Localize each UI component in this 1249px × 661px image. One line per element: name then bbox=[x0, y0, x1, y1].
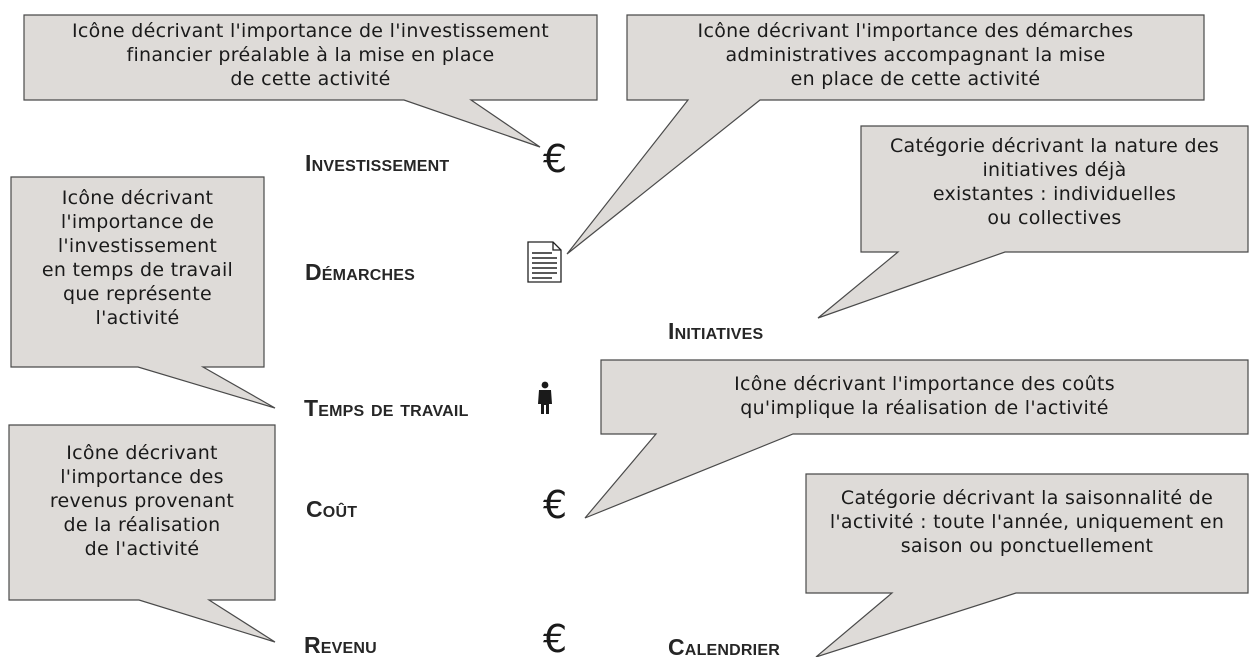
callout-text-cout: Icône décrivant l'importance des coûts q… bbox=[734, 373, 1115, 419]
callout-bubble-demarches bbox=[566, 14, 1205, 255]
callout-text-initiatives: Catégorie décrivant la nature des initia… bbox=[889, 135, 1220, 229]
label-revenu: Revenu bbox=[304, 632, 377, 658]
euro-icon: € bbox=[543, 137, 568, 181]
label-demarches: Démarches bbox=[305, 259, 415, 285]
callout-bubble-cout bbox=[584, 359, 1249, 519]
callout-bubble-initiatives bbox=[817, 125, 1249, 319]
callout-bubble-temps bbox=[10, 176, 276, 409]
callout-bubble-investissement bbox=[23, 14, 598, 148]
label-temps-de-travail: Temps de travail bbox=[304, 395, 469, 421]
label-calendrier: Calendrier bbox=[668, 634, 780, 660]
callout-text-temps: Icône décrivant l'importance de l'invest… bbox=[41, 187, 234, 329]
euro-icon: € bbox=[543, 617, 568, 661]
person-icon bbox=[538, 381, 552, 414]
euro-icon: € bbox=[543, 483, 568, 527]
callout-text-calendrier: Catégorie décrivant la saisonnalité de l… bbox=[829, 487, 1225, 557]
callout-bubble-revenu bbox=[8, 424, 276, 643]
callout-text-investissement: Icône décrivant l'importance de l'invest… bbox=[72, 20, 549, 90]
label-cout: Coût bbox=[306, 496, 358, 522]
callout-text-demarches: Icône décrivant l'importance des démarch… bbox=[697, 20, 1134, 90]
document-icon bbox=[527, 241, 562, 283]
label-initiatives: Initiatives bbox=[668, 318, 764, 344]
label-investissement: Investissement bbox=[305, 150, 450, 176]
callout-bubble-calendrier bbox=[805, 473, 1249, 657]
callout-text-revenu: Icône décrivant l'importance des revenus… bbox=[49, 442, 235, 560]
